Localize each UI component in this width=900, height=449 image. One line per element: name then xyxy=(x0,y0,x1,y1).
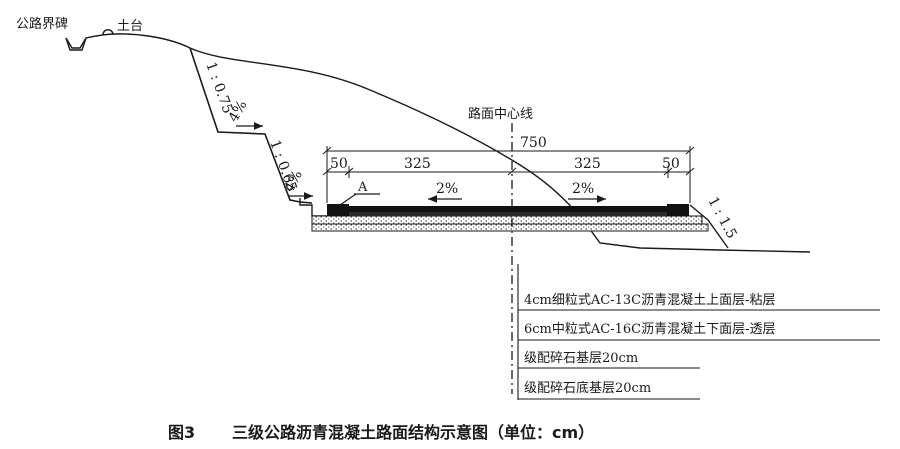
earth-platform-mound xyxy=(102,29,114,36)
dim-slash xyxy=(685,167,695,176)
right-shoulder-block xyxy=(667,204,689,216)
layer-label: 6cm中粒式AC-16C沥青混凝土下面层-透层 xyxy=(524,321,776,337)
dim-slash xyxy=(344,167,354,176)
dim-slash xyxy=(685,146,695,155)
dim-right-shoulder-label: 50 xyxy=(662,156,680,172)
dim-slash xyxy=(322,167,332,176)
earth-platform-label: 土台 xyxy=(117,19,143,34)
dim-left-lane-label: 325 xyxy=(404,156,431,172)
fill-slope-label: 1 : 1.5 xyxy=(704,194,739,241)
point-a-leader xyxy=(339,193,357,206)
subbase-layer xyxy=(311,223,709,232)
left-shoulder-block xyxy=(327,204,349,216)
base-layer xyxy=(311,215,703,225)
dim-slash xyxy=(507,167,517,176)
point-a-label: A xyxy=(357,180,368,195)
center-line-label: 路面中心线 xyxy=(468,106,533,122)
cut-slope xyxy=(189,47,313,204)
cross-slope-left-label: 2% xyxy=(436,181,458,197)
lower-surface-course xyxy=(327,212,689,216)
surface-course xyxy=(327,206,689,212)
ground-line xyxy=(65,33,811,253)
boundary-stone-label: 公路界碑 xyxy=(16,16,68,32)
dim-slash xyxy=(322,146,332,155)
figure-caption: 三级公路沥青混凝土路面结构示意图（单位：cm） xyxy=(232,423,594,442)
dim-total-label: 750 xyxy=(520,135,547,151)
layer-label: 级配碎石底基层20cm xyxy=(524,380,651,396)
fill-slope xyxy=(689,204,729,249)
boundary-stone-notch xyxy=(65,37,87,51)
cross-slope-right-label: 2% xyxy=(572,181,594,197)
dim-left-shoulder-label: 50 xyxy=(330,156,348,172)
layer-label: 4cm细粒式AC-13C沥青混凝土上面层-粘层 xyxy=(524,292,776,308)
layer-label: 级配碎石基层20cm xyxy=(524,351,638,366)
dim-slash xyxy=(663,167,673,176)
dim-right-lane-label: 325 xyxy=(574,156,601,172)
figure-number: 图3 xyxy=(168,423,195,442)
cut-slope-base xyxy=(299,198,328,217)
